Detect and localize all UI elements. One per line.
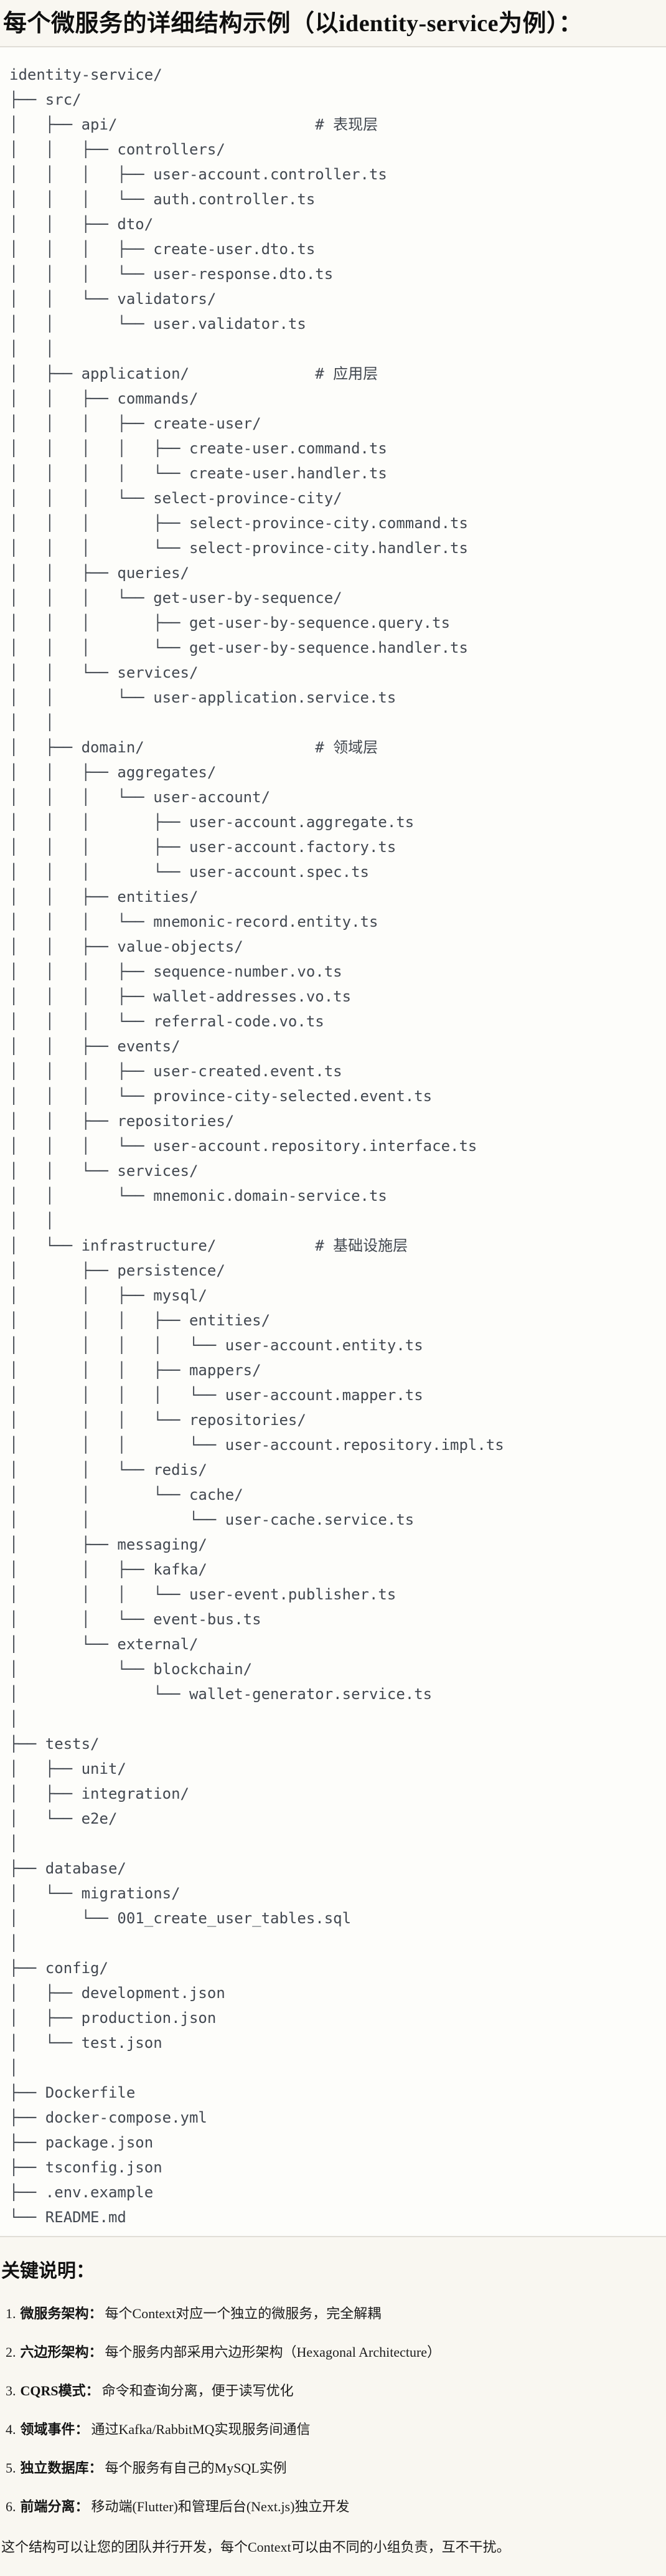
note-separator: ： <box>88 2306 103 2321</box>
code-block: identity-service/ ├── src/ │ ├── api/ # … <box>0 46 666 2237</box>
note-term: 六边形架构 <box>20 2344 89 2360</box>
note-number: 6. <box>6 2499 16 2514</box>
note-item-2: 2.六边形架构：每个服务内部采用六边形架构（Hexagonal Architec… <box>6 2343 659 2362</box>
document-header: 每个微服务的详细结构示例（以identity-service为例）： <box>0 0 666 39</box>
note-separator: ： <box>75 2499 89 2514</box>
note-item-1: 1. 微服务架构：每个Context对应一个独立的微服务，完全解耦 <box>6 2304 659 2323</box>
note-text: 每个服务内部采用六边形架构（Hexagonal Architecture） <box>105 2344 441 2360</box>
note-separator: ： <box>88 2460 103 2476</box>
note-item-6: 6. 前端分离：移动端(Flutter)和管理后台(Next.js)独立开发 <box>6 2498 659 2516</box>
note-term: 前端分离 <box>20 2499 75 2514</box>
note-item-3: 3. CQRS模式：命令和查询分离，便于读写优化 <box>6 2382 659 2400</box>
note-number: 4. <box>6 2422 16 2437</box>
notes-heading: 关键说明： <box>1 2261 95 2281</box>
note-number: 5. <box>6 2460 16 2476</box>
note-item-4: 4. 领域事件：通过Kafka/RabbitMQ实现服务间通信 <box>6 2420 659 2439</box>
note-separator: ： <box>88 2344 103 2360</box>
note-number: 1. <box>6 2306 16 2321</box>
note-text: 每个Context对应一个独立的微服务，完全解耦 <box>105 2306 382 2321</box>
page-title: 每个微服务的详细结构示例（以identity-service为例）： <box>3 11 583 37</box>
note-text: 每个服务有自己的MySQL实例 <box>105 2460 287 2476</box>
closing-paragraph: 这个结构可以让您的团队并行开发，每个Context可以由不同的小组负责，互不干扰… <box>1 2539 510 2555</box>
directory-tree: identity-service/ ├── src/ │ ├── api/ # … <box>9 66 504 2226</box>
note-text: 移动端(Flutter)和管理后台(Next.js)独立开发 <box>91 2499 350 2514</box>
note-term: CQRS模式 <box>20 2383 86 2398</box>
note-text: 通过Kafka/RabbitMQ实现服务间通信 <box>91 2422 311 2437</box>
note-item-5: 5.独立数据库：每个服务有自己的MySQL实例 <box>6 2459 659 2478</box>
note-separator: ： <box>75 2422 89 2437</box>
note-number: 3. <box>6 2383 16 2398</box>
note-term: 独立数据库 <box>20 2460 89 2476</box>
notes-section: 关键说明： 1.微服务架构：每个Context对应一个独立的微服务，完全解耦 2… <box>0 2258 666 2576</box>
note-term: 微服务架构 <box>20 2306 89 2321</box>
note-term: 领域事件 <box>20 2422 75 2437</box>
note-number: 2. <box>6 2344 16 2360</box>
note-text: 命令和查询分离，便于读写优化 <box>101 2383 294 2398</box>
note-separator: ： <box>85 2383 100 2398</box>
